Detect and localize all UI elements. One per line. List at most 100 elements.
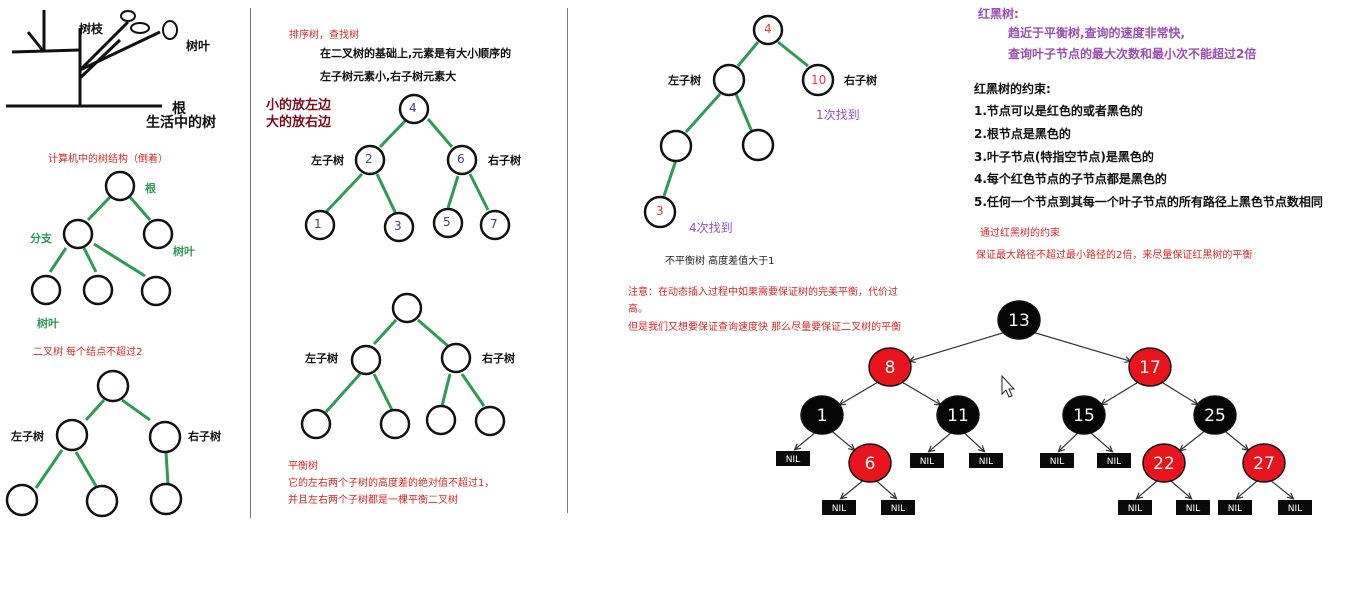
rbtree-node-27 xyxy=(1242,443,1286,483)
rbtree-edge xyxy=(908,327,1020,362)
rbtree-nil-label: NIL xyxy=(1186,504,1200,514)
rbtree-node-13 xyxy=(997,300,1041,340)
real-tree-caption: 生活中的树 xyxy=(146,115,216,131)
computer-tree-title: 计算机中的树结构（倒着） xyxy=(48,154,168,165)
rbtree-node-15 xyxy=(1062,395,1106,435)
unbalanced-left-label: 左子树 xyxy=(668,74,701,87)
rbtree-node-25 xyxy=(1193,395,1237,435)
rbtree-node-label-22: 22 xyxy=(1153,454,1175,474)
rbtree-node-label-8: 8 xyxy=(885,358,896,378)
sorted-tree-right-label: 右子树 xyxy=(488,154,521,167)
balanced-tree-edges xyxy=(324,318,486,414)
rbtree-node-11 xyxy=(936,395,980,435)
balanced-tree-desc-1: 它的左右两个子树的高度差的绝对值不超过1， xyxy=(288,478,495,489)
balanced-tree-nodes xyxy=(300,292,506,440)
rbtree-node-8 xyxy=(868,347,912,387)
sorted-node-6: 6 xyxy=(457,152,465,166)
sorted-tree-nodes xyxy=(304,93,511,243)
rbtree-rule-4: 4.每个红色节点的子节点都是黑色的 xyxy=(974,172,1167,186)
rbtree-edge-arrow xyxy=(1105,445,1114,453)
rbtree-nil-label: NIL xyxy=(1107,457,1121,467)
rbtree-rule-2: 2.根节点是黑色的 xyxy=(974,127,1071,141)
real-tree-sketch xyxy=(6,10,178,108)
computer-tree-leaf-bottom-label: 树叶 xyxy=(37,317,59,330)
binary-tree-right-label: 右子树 xyxy=(188,430,221,443)
rbtree-nil-leaf xyxy=(1176,500,1210,515)
rbtree-nil-leaf xyxy=(881,500,915,515)
rbtree-edge-arrow xyxy=(793,443,802,451)
rbtree-edge-arrow xyxy=(1235,492,1244,500)
rbtree-title: 红黑树: xyxy=(978,7,1019,21)
sorted-node-3: 3 xyxy=(394,219,402,233)
rbtree-edge-arrow xyxy=(1286,492,1295,500)
rbtree-nil-label: NIL xyxy=(1228,504,1242,514)
rbtree-edge-arrow xyxy=(1135,492,1144,500)
sorted-tree-desc-1: 在二叉树的基础上,元素是有大小顺序的 xyxy=(320,47,512,60)
computer-tree xyxy=(48,195,152,278)
rbtree-rule-3: 3.叶子节点(特指空节点)是黑色的 xyxy=(974,150,1154,164)
rbtree-edge-arrow xyxy=(927,445,936,453)
rbtree-node-label-15: 15 xyxy=(1073,406,1095,426)
rbtree-nil-leaf xyxy=(1218,500,1252,515)
binary-tree-title: 二叉树 每个结点不超过2 xyxy=(33,347,143,358)
sorted-tree-left-label: 左子树 xyxy=(311,154,344,167)
balanced-tree-title: 平衡树 xyxy=(288,461,318,472)
rbtree-node-label-1: 1 xyxy=(817,406,828,426)
rbtree-nil-label: NIL xyxy=(1128,504,1142,514)
unbalanced-right-label: 右子树 xyxy=(844,74,877,87)
divider-2 xyxy=(567,8,568,513)
sorted-tree-desc-2: 左子树元素小,右子树元素大 xyxy=(320,70,457,83)
rbtree-nil-leaf xyxy=(1118,500,1152,515)
balanced-tree-left-label: 左子树 xyxy=(305,352,338,365)
unbalanced-tree-title: 不平衡树 高度差值大于1 xyxy=(665,256,775,267)
real-tree-branch-label: 树枝 xyxy=(79,22,104,36)
found-four-times-label: 4次找到 xyxy=(689,221,733,235)
computer-tree-leaf-right-label: 树叶 xyxy=(173,245,195,258)
rbtree-nil-leaf xyxy=(1278,500,1312,515)
sorted-node-5: 5 xyxy=(443,215,451,229)
rbtree-nil-leaf xyxy=(1097,453,1131,468)
binary-tree-left-label: 左子树 xyxy=(11,430,44,443)
rbtree-nil-leaf xyxy=(822,500,856,515)
rbtree-nil-leaf xyxy=(1040,453,1074,468)
rbtree-nil-leaf xyxy=(969,453,1003,468)
computer-tree-nodes xyxy=(30,170,174,307)
computer-tree-branch-label: 分支 xyxy=(30,232,52,245)
rbtree-note-1: 通过红黑树的约束 xyxy=(980,228,1060,239)
rbtree-rule-5: 5.任何一个节点到其每一个叶子节点的所有路径上黑色节点数相同 xyxy=(974,195,1323,209)
rbtree-edge xyxy=(1018,327,1132,362)
balance-note-2: 高。 xyxy=(628,304,648,315)
found-once-label: 1次找到 xyxy=(816,108,860,122)
rbtree-node-label-25: 25 xyxy=(1204,406,1226,426)
sorted-node-4: 4 xyxy=(409,101,417,115)
rbtree-node-1 xyxy=(800,395,844,435)
unbalanced-node-10: 10 xyxy=(811,73,827,87)
unbalanced-tree-edges xyxy=(662,40,809,197)
sorted-tree-rule-2: 大的放右边 xyxy=(266,115,332,130)
real-tree-root-label: 根 xyxy=(172,101,186,117)
sorted-node-7: 7 xyxy=(490,217,498,231)
rbtree-nil-label: NIL xyxy=(920,457,934,467)
balanced-tree-desc-2: 并且左右两个子树都是一棵平衡二叉树 xyxy=(288,495,458,506)
binary-tree-edges xyxy=(34,398,170,489)
rbtree-rule-1: 1.节点可以是红色的或者黑色的 xyxy=(974,104,1143,118)
rbtree-edge-arrow xyxy=(977,445,986,453)
unbalanced-node-3: 3 xyxy=(656,204,664,218)
rbtree-nil-leaf xyxy=(776,451,810,466)
rbtree-edge-arrow xyxy=(1057,445,1066,453)
rbtree-nil-leaf xyxy=(910,453,944,468)
rbtree-edge-arrow xyxy=(889,492,898,500)
rbtree-nil-label: NIL xyxy=(891,504,905,514)
rbtree-node-label-27: 27 xyxy=(1253,454,1275,474)
unbalanced-node-4: 4 xyxy=(764,22,772,36)
rbtree-node-label-11: 11 xyxy=(947,406,969,426)
rbtree-node-label-17: 17 xyxy=(1139,358,1161,378)
sorted-node-2: 2 xyxy=(365,152,373,166)
rbtree-nil-label: NIL xyxy=(979,457,993,467)
rbtree-node-label-6: 6 xyxy=(865,454,876,474)
binary-tree-nodes xyxy=(5,369,183,518)
divider-1 xyxy=(250,8,251,518)
